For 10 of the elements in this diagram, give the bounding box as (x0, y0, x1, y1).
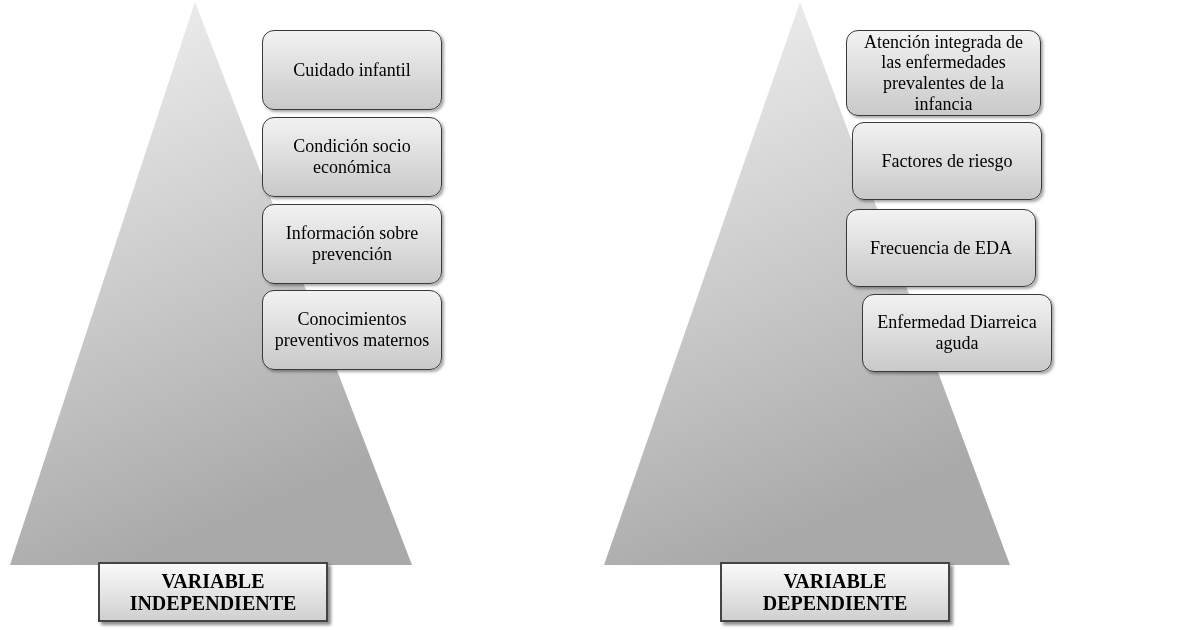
pyramid-level-box: Atención integrada de las enfermedades prevalentes de la infancia (846, 30, 1041, 116)
pyramid-level-box: Factores de riesgo (852, 122, 1042, 200)
pyramid-level-box: Condición socio económica (262, 117, 442, 197)
variable-label-box: VARIABLE DEPENDIENTE (720, 562, 950, 622)
variable-label-box: VARIABLE INDEPENDIENTE (98, 562, 328, 622)
pyramid-level-box: Información sobre prevención (262, 204, 442, 284)
pyramid-level-box: Frecuencia de EDA (846, 209, 1036, 287)
pyramid-level-box: Enfermedad Diarreica aguda (862, 294, 1052, 372)
pyramid-level-box: Cuidado infantil (262, 30, 442, 110)
pyramid-level-box: Conocimientos preventivos maternos (262, 290, 442, 370)
